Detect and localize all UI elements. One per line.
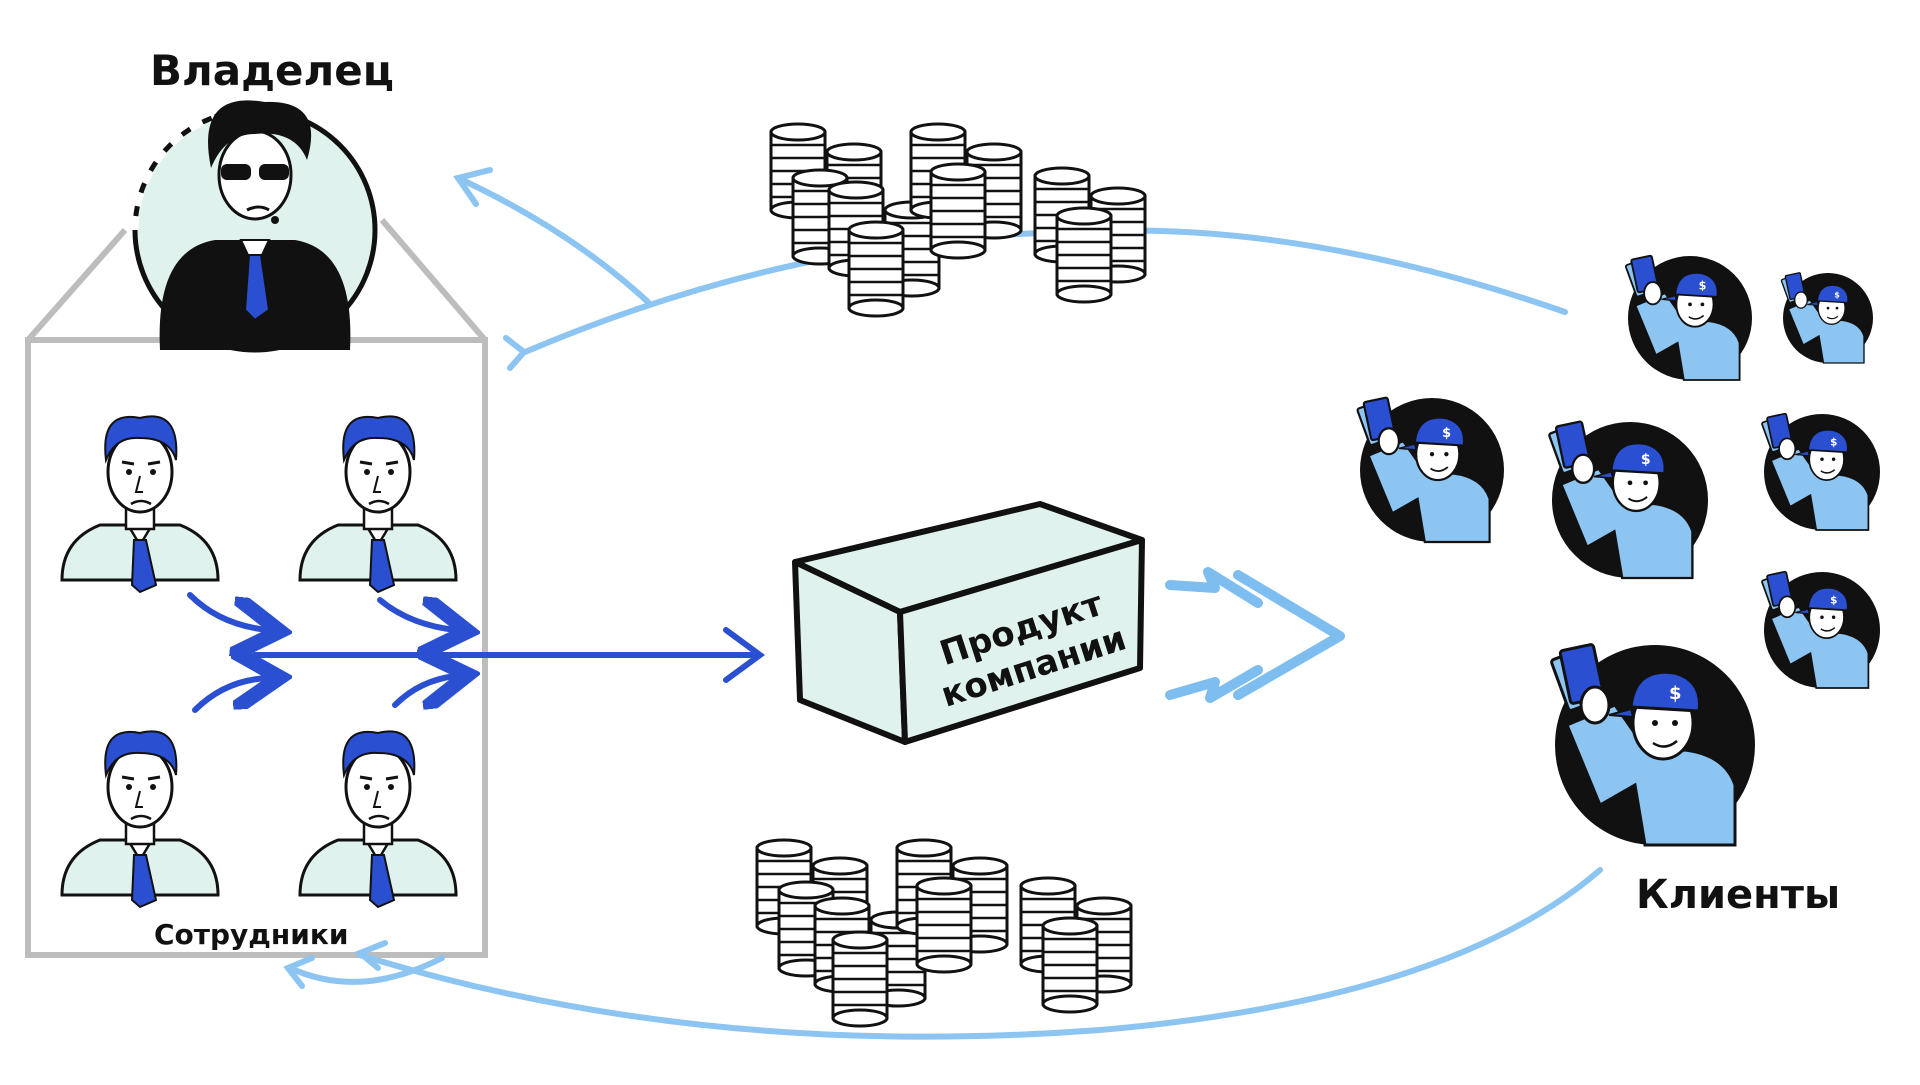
client-2: [1780, 271, 1874, 364]
clients-group: [1355, 254, 1881, 847]
coin-stacks-bottom-icon: [755, 838, 1133, 1028]
employee-4: [298, 729, 458, 909]
employee-3: [60, 729, 220, 909]
work-arrows: [187, 592, 766, 713]
employee-1: [60, 414, 220, 594]
delivery-arrows: [1165, 567, 1345, 703]
employee-2: [298, 414, 458, 594]
employees-label: Сотрудники: [154, 918, 349, 951]
clients-label: Клиенты: [1636, 872, 1841, 918]
product-box-icon: [792, 501, 1145, 745]
owner-portrait: [131, 100, 378, 353]
owner-label: Владелец: [150, 46, 394, 95]
client-4: [1547, 420, 1710, 580]
client-3: [1355, 396, 1506, 544]
coin-stacks-top-icon: [769, 122, 1147, 318]
client-7: [1549, 642, 1757, 847]
client-1: [1624, 254, 1753, 381]
client-6: [1760, 570, 1881, 689]
client-5: [1760, 412, 1881, 531]
